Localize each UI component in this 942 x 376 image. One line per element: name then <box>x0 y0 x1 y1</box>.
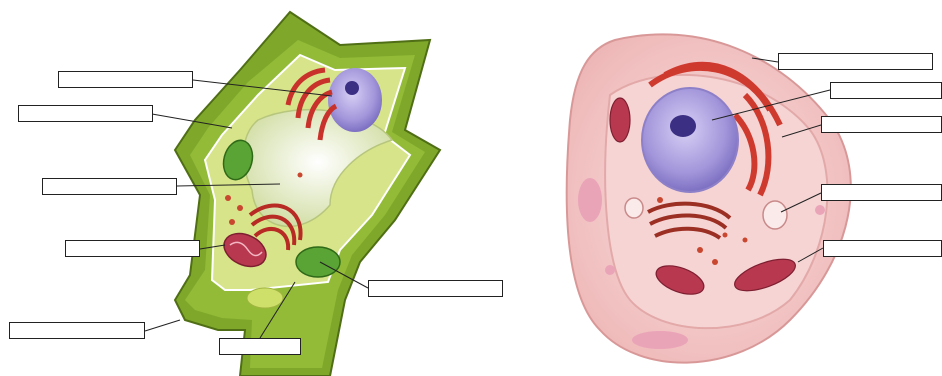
plant-label-box-6[interactable] <box>9 322 145 339</box>
animal-nucleolus <box>670 115 696 137</box>
plant-cell <box>175 12 440 376</box>
animal-label-box-5[interactable] <box>823 240 942 257</box>
plant-label-box-3[interactable] <box>42 178 177 195</box>
animal-label-box-2[interactable] <box>830 82 942 99</box>
animal-label-box-3[interactable] <box>821 116 942 133</box>
plant-label-box-5[interactable] <box>368 280 503 297</box>
animal-vacuole <box>763 201 787 229</box>
animal-cell <box>567 34 851 362</box>
plant-nucleolus <box>345 81 359 95</box>
plant-label-box-7[interactable] <box>219 338 301 355</box>
plant-nucleus <box>328 68 382 132</box>
chloroplast-2 <box>296 247 340 277</box>
animal-label-box-1[interactable] <box>778 53 933 70</box>
plant-label-box-4[interactable] <box>65 240 200 257</box>
plant-label-box-2[interactable] <box>18 105 153 122</box>
plant-label-box-1[interactable] <box>58 71 193 88</box>
animal-label-box-4[interactable] <box>821 184 942 201</box>
animal-nucleus <box>642 88 738 192</box>
animal-mitochondrion-1 <box>610 98 630 142</box>
